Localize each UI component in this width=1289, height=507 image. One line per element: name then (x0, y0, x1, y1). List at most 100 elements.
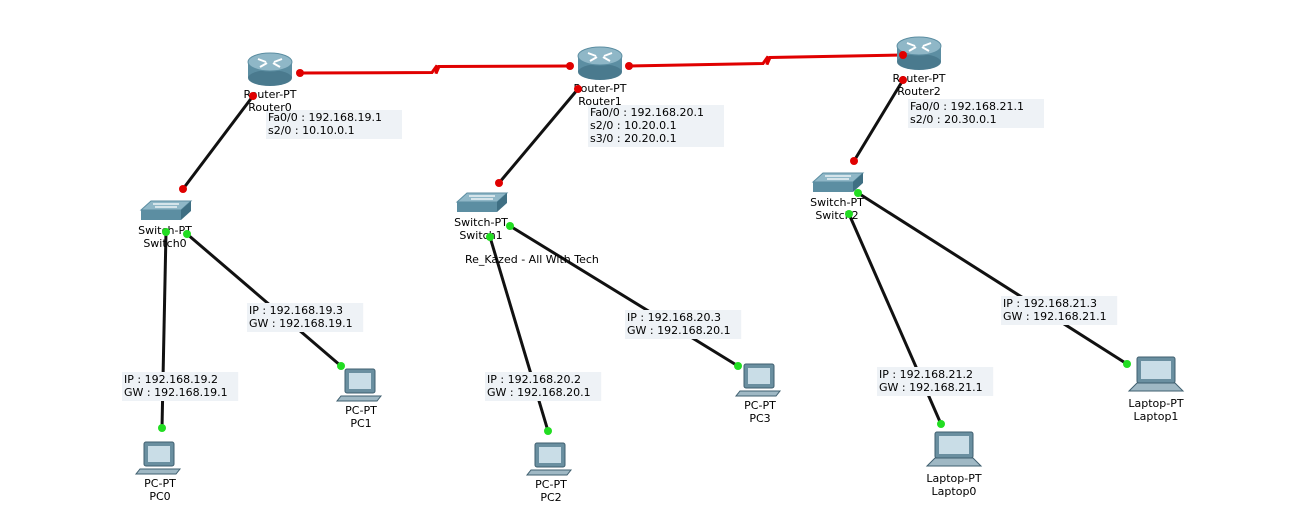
switch-icon[interactable] (139, 200, 193, 220)
switch-side (853, 173, 863, 192)
link-router1-switch1-port-router (574, 85, 582, 93)
note-line: s3/0 : 20.20.0.1 (590, 132, 677, 145)
note-background (625, 310, 742, 339)
note-background (908, 99, 1044, 128)
note-0: Fa0/0 : 192.168.19.1s2/0 : 10.10.0.1 (266, 110, 402, 139)
switch-icon[interactable] (455, 192, 509, 212)
switch-arrows (469, 195, 495, 200)
switch-front (457, 202, 497, 212)
note-line: GW : 192.168.20.1 (487, 386, 591, 399)
note-line: IP : 192.168.19.3 (249, 304, 343, 317)
port-lights-layer (158, 51, 1131, 435)
device-name-label: PC0 (149, 490, 170, 503)
note-7: IP : 192.168.21.2GW : 192.168.21.1 (877, 367, 994, 396)
note-line: IP : 192.168.20.3 (627, 311, 721, 324)
link-router2-switch2 (852, 79, 905, 162)
note-line: IP : 192.168.21.3 (1003, 297, 1097, 310)
pc-keyboard (734, 390, 782, 397)
router-arrows (257, 58, 283, 68)
port-light-router1-s3 (625, 62, 633, 70)
pc-icon[interactable] (134, 441, 182, 475)
link-router1-switch1-port-switch (495, 179, 503, 187)
device-name-label: Switch0 (143, 237, 186, 250)
device-name-label: PC3 (749, 412, 770, 425)
note-line: IP : 192.168.20.2 (487, 373, 581, 386)
laptop-screen (939, 436, 969, 454)
note-background (247, 303, 364, 332)
note-line: GW : 192.168.19.1 (249, 317, 353, 330)
link-switch1-pc2-port-end (544, 427, 552, 435)
device-name-label: Router1 (578, 95, 621, 108)
serial-link-router1-router2 (628, 53, 904, 68)
note-background (877, 367, 994, 396)
note-background (1001, 296, 1118, 325)
note-line: Fa0/0 : 192.168.20.1 (590, 106, 704, 119)
device-name-label: PC2 (540, 491, 561, 504)
device-name-label: Laptop0 (932, 485, 977, 498)
port-light-router2-s2 (899, 51, 907, 59)
note-line: Re_Kazed - All With Tech (465, 253, 599, 266)
laptop-icon[interactable] (1127, 356, 1185, 392)
switch-side (497, 193, 507, 212)
switch-icon[interactable] (811, 172, 865, 192)
device-model-label: Router-PT (243, 88, 296, 101)
note-line: IP : 192.168.19.2 (124, 373, 218, 386)
device-model-label: Switch-PT (810, 196, 864, 209)
device-model-label: PC-PT (345, 404, 377, 417)
port-light-router0-s2 (296, 69, 304, 77)
note-line: s2/0 : 10.20.0.1 (590, 119, 677, 132)
note-background (485, 372, 602, 401)
devices-layer: Router-PTRouter0Router-PTRouter1Router-P… (134, 36, 1185, 504)
note-line: s2/0 : 10.10.0.1 (268, 124, 355, 137)
router-top (247, 52, 293, 72)
link-switch2-laptop0-port-end (937, 420, 945, 428)
note-line: GW : 192.168.21.1 (879, 381, 983, 394)
link-router0-switch0-port-switch (179, 185, 187, 193)
pc-screen (539, 447, 561, 463)
router-icon[interactable] (896, 36, 942, 70)
link-switch0-pc0-port-switch (162, 228, 170, 236)
note-9: Re_Kazed - All With Tech (465, 253, 599, 266)
pc-keyboard (335, 395, 383, 402)
pc-screen (748, 368, 770, 384)
router-icon[interactable] (247, 52, 293, 86)
note-8: IP : 192.168.21.3GW : 192.168.21.1 (1001, 296, 1118, 325)
pc-icon[interactable] (734, 363, 782, 397)
switch0-device[interactable]: Switch-PTSwitch0 (138, 200, 193, 250)
router-icon[interactable] (577, 46, 623, 80)
device-name-label: Router2 (897, 85, 940, 98)
link-switch1-pc3-port-switch (506, 222, 514, 230)
note-5: IP : 192.168.20.2GW : 192.168.20.1 (485, 372, 602, 401)
note-4: IP : 192.168.19.2GW : 192.168.19.1 (122, 372, 239, 401)
device-model-label: PC-PT (535, 478, 567, 491)
link-switch1-pc2 (488, 236, 550, 432)
switch-side (181, 201, 191, 220)
link-switch0-pc1 (186, 232, 342, 368)
note-6: IP : 192.168.20.3GW : 192.168.20.1 (625, 310, 742, 339)
note-line: Fa0/0 : 192.168.19.1 (268, 111, 382, 124)
pc-icon[interactable] (525, 442, 573, 476)
link-switch2-laptop0-port-switch (845, 210, 853, 218)
port-light-router1-s2 (566, 62, 574, 70)
laptop-icon[interactable] (925, 431, 983, 467)
laptop-screen (1141, 361, 1171, 379)
device-model-label: Laptop-PT (926, 472, 981, 485)
note-line: GW : 192.168.19.1 (124, 386, 228, 399)
pc-screen (349, 373, 371, 389)
pc-keyboard (134, 468, 182, 475)
pc-icon[interactable] (335, 368, 383, 402)
link-switch0-pc1-port-switch (183, 230, 191, 238)
note-line: IP : 192.168.21.2 (879, 368, 973, 381)
